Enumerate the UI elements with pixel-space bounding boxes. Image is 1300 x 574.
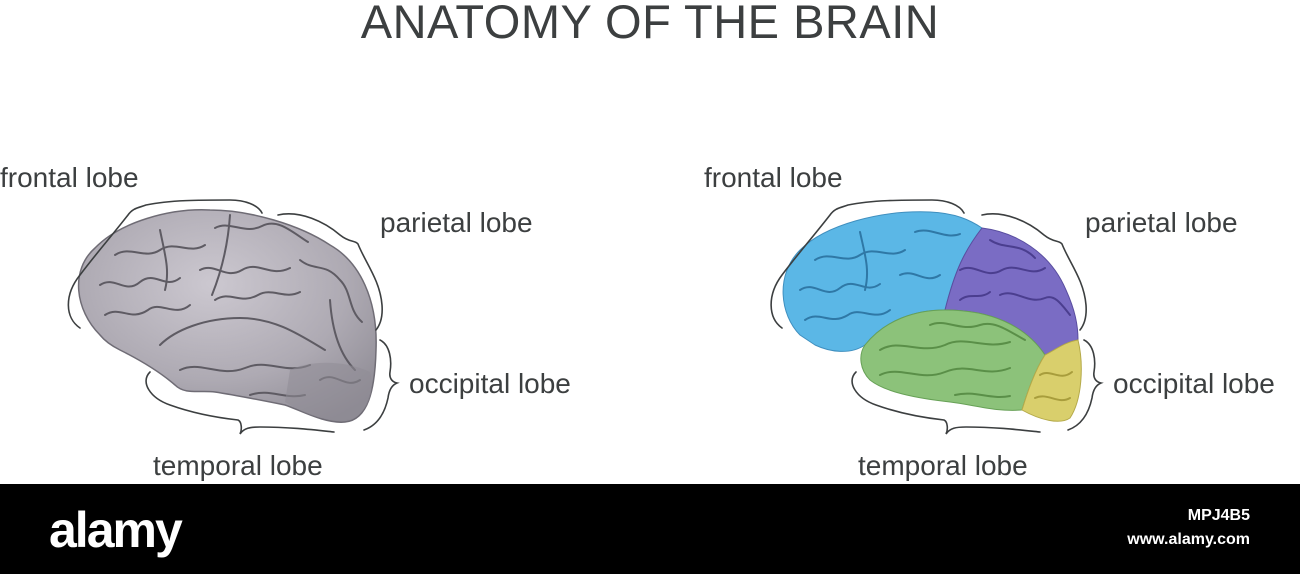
right-temporal-brace: [851, 371, 1041, 435]
left-occipital-brace: [363, 339, 400, 431]
right-frontal-brace: [770, 199, 965, 329]
left-temporal-brace: [145, 371, 335, 435]
right-temporal-lobe-label: temporal lobe: [858, 450, 1028, 481]
right-occipital-brace: [1067, 339, 1104, 431]
left-frontal-brace: [67, 199, 263, 329]
right-parietal-brace: [981, 213, 1087, 331]
right-parietal-lobe-label: parietal lobe: [1085, 207, 1238, 238]
left-temporal-lobe-label: temporal lobe: [153, 450, 323, 481]
page-title: ANATOMY OF THE BRAIN: [360, 0, 940, 48]
footer-bar: alamy MPJ4B5 www.alamy.com: [0, 484, 1300, 574]
left-brain-cerebellum-shade: [285, 362, 372, 421]
left-braces: [67, 199, 400, 435]
left-occipital-lobe-label: occipital lobe: [409, 368, 571, 399]
brand-logo: alamy: [49, 502, 183, 558]
left-brain-gyri: [99, 214, 363, 398]
left-frontal-lobe-label: frontal lobe: [0, 162, 139, 193]
right-frontal-lobe-label: frontal lobe: [704, 162, 843, 193]
right-brain-gyri: [799, 229, 1073, 402]
left-brain: [77, 209, 377, 423]
brain-diagrams: [67, 199, 1104, 435]
left-parietal-lobe-label: parietal lobe: [380, 207, 533, 238]
image-id: MPJ4B5: [1187, 507, 1250, 524]
right-braces: [770, 199, 1104, 435]
right-brain: [782, 211, 1082, 422]
site-url: www.alamy.com: [1127, 531, 1250, 548]
right-occipital-lobe-label: occipital lobe: [1113, 368, 1275, 399]
left-parietal-brace: [277, 213, 383, 331]
occipital-lobe-region: [1021, 339, 1082, 422]
